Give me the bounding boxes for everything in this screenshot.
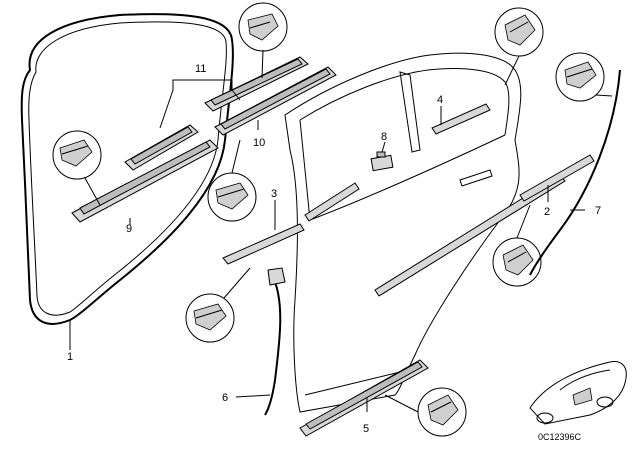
callout-9: 9 (126, 223, 132, 235)
car-thumbnail (529, 361, 627, 425)
detail-circle-right (555, 52, 605, 102)
seal-part-7 (529, 69, 621, 276)
callout-1: 1 (67, 351, 73, 363)
detail-circle-mid-right (492, 237, 542, 287)
callout-8: 8 (381, 131, 387, 143)
sill-plate-part-11-left (124, 124, 199, 171)
callout-11: 11 (195, 63, 206, 75)
callout-4: 4 (437, 94, 443, 106)
clip-part-8 (370, 151, 394, 172)
door-trim-part-3 (222, 182, 360, 265)
seal-part-6 (264, 267, 286, 416)
leader-11a (159, 89, 174, 129)
leader-detail-lower (223, 267, 251, 299)
sill-plate-part-9 (71, 139, 219, 223)
callout-6: 6 (222, 392, 228, 404)
leader-detail-top (261, 49, 264, 79)
door-seal-part-1 (20, 13, 234, 325)
sill-plate-part-10 (214, 66, 337, 136)
sill-trim-part-5 (299, 359, 429, 437)
rear-door-outline (284, 52, 522, 413)
door-moulding-part-2 (374, 154, 595, 297)
detail-circle-lower (185, 293, 235, 343)
leader-11b (231, 89, 241, 101)
leader-detail-mid-right (516, 204, 531, 239)
leader-detail-right (595, 94, 613, 97)
sill-plate-part-11-right (204, 56, 309, 112)
leader-6 (235, 394, 271, 398)
detail-circle-top-right (494, 7, 544, 57)
callout-10: 10 (253, 137, 265, 149)
leader-detail-mid (231, 139, 241, 174)
detail-circle-bottom (417, 387, 467, 437)
leader-8 (381, 141, 386, 153)
callout-5: 5 (363, 423, 369, 435)
leader-11 (172, 79, 233, 90)
callout-2: 2 (544, 206, 550, 218)
leader-detail-left (84, 177, 101, 206)
detail-circle-left (52, 130, 102, 180)
detail-circle-top (238, 2, 288, 52)
leader-detail-bottom (384, 394, 419, 413)
reference-code: 0C12396C (538, 432, 582, 442)
callout-7: 7 (595, 205, 601, 217)
leader-detail-top-right (504, 55, 520, 86)
window-trim-part-4 (431, 103, 491, 135)
callout-3: 3 (271, 188, 277, 200)
detail-circle-mid (207, 172, 257, 222)
